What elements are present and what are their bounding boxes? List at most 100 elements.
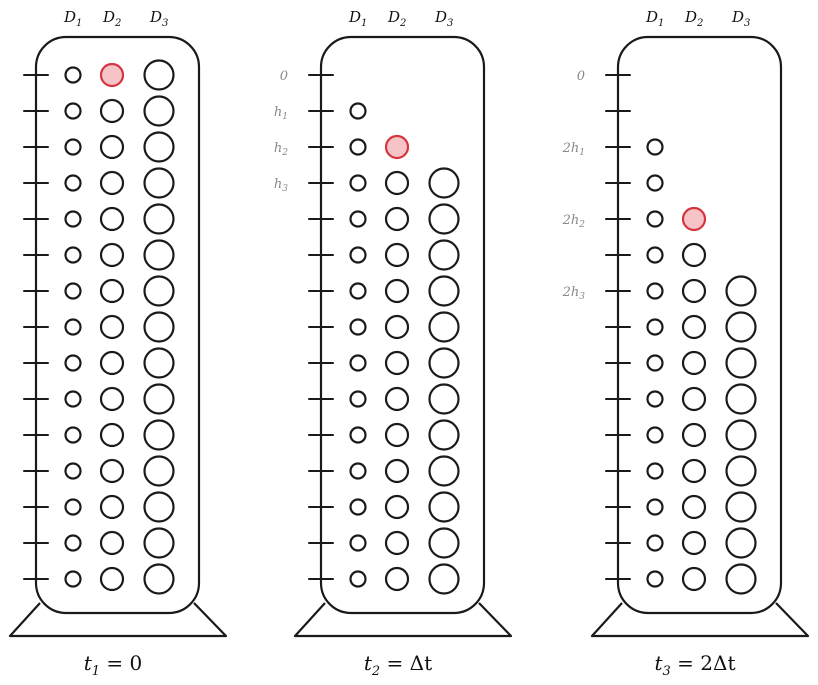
particle-d1 xyxy=(349,462,367,480)
particle-d3 xyxy=(143,275,175,307)
column-label-d1: D1 xyxy=(348,8,367,29)
particle-d2 xyxy=(384,386,410,412)
particle-d1 xyxy=(64,138,82,156)
tracked-particle xyxy=(99,62,125,88)
particle-d2 xyxy=(99,98,125,124)
particle-d2 xyxy=(99,386,125,412)
particle-d2 xyxy=(99,458,125,484)
particle-d3 xyxy=(143,491,175,523)
particle-d3 xyxy=(428,491,460,523)
particle-d2 xyxy=(384,422,410,448)
particle-d1 xyxy=(349,102,367,120)
particle-d2 xyxy=(681,314,707,340)
column-label-d3: D3 xyxy=(434,8,453,29)
particle-d2 xyxy=(99,278,125,304)
particle-d2 xyxy=(99,530,125,556)
particle-d2 xyxy=(99,422,125,448)
height-label: h2 xyxy=(274,141,288,158)
particle-d1 xyxy=(646,318,664,336)
particle-d3 xyxy=(143,239,175,271)
particle-d1 xyxy=(646,534,664,552)
particle-d1 xyxy=(64,102,82,120)
particle-d3 xyxy=(143,563,175,595)
particle-d2 xyxy=(681,350,707,376)
particle-d2 xyxy=(681,278,707,304)
particle-d3 xyxy=(428,347,460,379)
particle-d3 xyxy=(143,95,175,127)
particle-d1 xyxy=(64,462,82,480)
particle-d1 xyxy=(64,282,82,300)
column-tube xyxy=(34,35,201,615)
particle-d1 xyxy=(64,426,82,444)
particle-d2 xyxy=(384,278,410,304)
particle-d1 xyxy=(646,246,664,264)
particle-d3 xyxy=(143,455,175,487)
particle-d2 xyxy=(99,134,125,160)
particle-d3 xyxy=(143,419,175,451)
particle-d2 xyxy=(99,494,125,520)
particle-d1 xyxy=(349,426,367,444)
particle-d2 xyxy=(681,242,707,268)
particle-d3 xyxy=(428,239,460,271)
particle-d2 xyxy=(99,206,125,232)
column-label-d2: D2 xyxy=(102,8,121,29)
particle-d2 xyxy=(384,242,410,268)
particle-d2 xyxy=(384,494,410,520)
particle-d1 xyxy=(646,174,664,192)
particle-d2 xyxy=(384,458,410,484)
particle-d2 xyxy=(99,566,125,592)
particle-d1 xyxy=(64,174,82,192)
particle-d3 xyxy=(143,383,175,415)
particle-d3 xyxy=(725,563,757,595)
particle-d3 xyxy=(428,455,460,487)
particle-d1 xyxy=(64,498,82,516)
particle-d3 xyxy=(428,275,460,307)
height-label: 2h3 xyxy=(562,285,586,302)
particle-d2 xyxy=(681,566,707,592)
particle-d3 xyxy=(143,527,175,559)
height-label: h3 xyxy=(274,177,288,194)
particle-d3 xyxy=(143,59,175,91)
particle-d1 xyxy=(349,354,367,372)
particle-d3 xyxy=(428,563,460,595)
particle-d1 xyxy=(349,534,367,552)
panel-2: D1 D2 D3 0 h1 h2 h3 t2 = Δt xyxy=(274,8,513,679)
particle-d3 xyxy=(143,131,175,163)
particle-d1 xyxy=(646,462,664,480)
column-label-d2: D2 xyxy=(684,8,703,29)
particle-d1 xyxy=(646,426,664,444)
particle-d2 xyxy=(681,422,707,448)
particle-d3 xyxy=(143,311,175,343)
particle-d3 xyxy=(725,527,757,559)
column-label-d1: D1 xyxy=(63,8,82,29)
particle-d3 xyxy=(143,203,175,235)
particle-d1 xyxy=(64,354,82,372)
particle-d2 xyxy=(384,206,410,232)
height-label: 2h2 xyxy=(562,213,586,230)
particle-d2 xyxy=(99,314,125,340)
height-label: 0 xyxy=(280,69,288,84)
particle-d3 xyxy=(428,311,460,343)
particle-d1 xyxy=(646,210,664,228)
particle-d1 xyxy=(646,282,664,300)
particle-d2 xyxy=(681,530,707,556)
particle-d1 xyxy=(64,570,82,588)
particle-d1 xyxy=(64,318,82,336)
particle-d1 xyxy=(646,354,664,372)
column-tube xyxy=(616,35,783,615)
column-label-d2: D2 xyxy=(387,8,406,29)
particle-d2 xyxy=(384,530,410,556)
stand-base xyxy=(293,602,513,638)
particle-d1 xyxy=(64,390,82,408)
time-caption: t2 = Δt xyxy=(364,651,432,679)
particle-d2 xyxy=(384,350,410,376)
particle-d1 xyxy=(64,66,82,84)
particle-d3 xyxy=(143,167,175,199)
height-label: h1 xyxy=(274,105,288,122)
height-label: 2h1 xyxy=(562,141,585,158)
column-label-d1: D1 xyxy=(645,8,664,29)
particle-d1 xyxy=(349,282,367,300)
particle-d3 xyxy=(725,311,757,343)
